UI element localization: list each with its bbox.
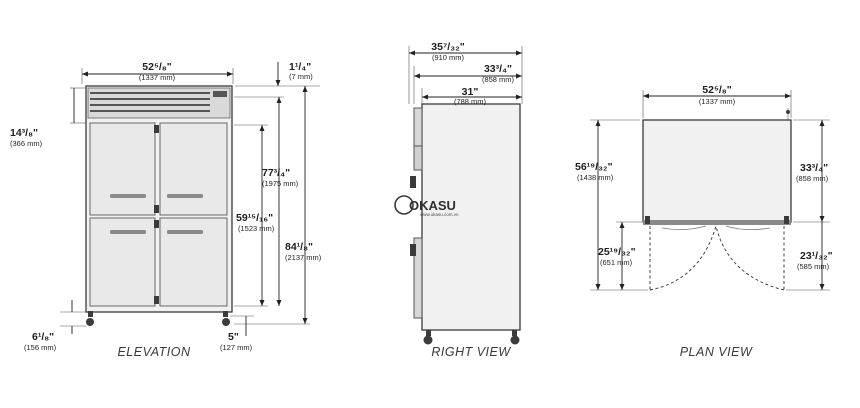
door-upper-right bbox=[159, 122, 228, 216]
overall-depth-mm: (910 mm) bbox=[432, 53, 465, 62]
overall-depth-label: 35⁷/₃₂" bbox=[431, 41, 464, 53]
door-handle bbox=[167, 194, 203, 198]
total-height-mm: (2137 mm) bbox=[285, 253, 322, 262]
total-height-label: 84¹/₈" bbox=[285, 241, 313, 253]
top-gap-label: 1¹/₄" bbox=[289, 61, 311, 73]
plan-view-label: PLAN VIEW bbox=[680, 345, 753, 359]
plan-depth-mm: (858 mm) bbox=[796, 174, 829, 183]
body-depth-mm: (858 mm) bbox=[482, 75, 515, 84]
plan-total-depth-label: 56¹⁹/₃₂" bbox=[575, 161, 613, 173]
svg-text:OKASU: OKASU bbox=[409, 198, 456, 213]
side-handle bbox=[410, 244, 416, 256]
okasu-logo: OKASU www.okasu.com.vn bbox=[394, 195, 459, 217]
hinge bbox=[154, 125, 159, 133]
hinge bbox=[154, 296, 159, 304]
top-gap-mm: (7 mm) bbox=[289, 72, 313, 81]
hinge bbox=[154, 205, 159, 213]
plan-swing-right-label: 23¹/₃₂" bbox=[800, 250, 833, 262]
base-height-label: 6¹/₈" bbox=[32, 331, 54, 343]
door-swing-arcs bbox=[649, 225, 785, 291]
door-handle bbox=[167, 230, 203, 234]
door-section-mm: (1523 mm) bbox=[238, 224, 275, 233]
inner-depth-label: 31" bbox=[462, 86, 479, 98]
door-height-mm: (1975 mm) bbox=[262, 179, 299, 188]
door-handle bbox=[110, 194, 146, 198]
door-handle bbox=[110, 230, 146, 234]
plan-depth-label: 33³/₄" bbox=[800, 162, 828, 174]
plan-total-depth-mm: (1438 mm) bbox=[577, 173, 614, 182]
door-section-label: 59¹⁵/₁₆" bbox=[236, 212, 273, 224]
inner-depth-mm: (788 mm) bbox=[454, 97, 487, 106]
plan-body bbox=[642, 119, 792, 223]
svg-text:www.okasu.com.vn: www.okasu.com.vn bbox=[420, 212, 459, 217]
louver-height-label: 14³/₈" bbox=[10, 127, 38, 139]
caster-height-label: 5" bbox=[228, 331, 239, 343]
plan-swing-left-mm: (651 mm) bbox=[600, 258, 633, 267]
right-view: OKASU www.okasu.com.vn 35⁷/₃₂" (910 mm) … bbox=[394, 41, 523, 359]
right-view-label: RIGHT VIEW bbox=[431, 345, 511, 359]
door-height-label: 77³/₄" bbox=[262, 167, 290, 179]
side-body bbox=[421, 103, 521, 331]
base-height-mm: (156 mm) bbox=[24, 343, 57, 352]
elevation-width-mm: (1337 mm) bbox=[139, 73, 176, 82]
plan-width-mm: (1337 mm) bbox=[699, 97, 736, 106]
elevation-view: 52⁵/₈" (1337 mm) 1¹/₄" (7 mm) 14³/₈" (36… bbox=[10, 61, 322, 359]
plan-swing-left-label: 25¹⁹/₃₂" bbox=[598, 246, 636, 258]
caster-height-mm: (127 mm) bbox=[220, 343, 253, 352]
side-casters bbox=[423, 330, 520, 345]
door-upper-left bbox=[89, 122, 156, 216]
plan-view: 52⁵/₈" (1337 mm) 56¹⁹/₃₂" (1438 mm) 25¹⁹… bbox=[575, 84, 833, 359]
louver-height-mm: (366 mm) bbox=[10, 139, 43, 148]
door-front bbox=[643, 220, 791, 225]
casters bbox=[86, 311, 230, 326]
side-handle bbox=[410, 176, 416, 188]
louver-grille bbox=[87, 87, 231, 119]
plan-width-label: 52⁵/₈" bbox=[702, 84, 731, 96]
hinge bbox=[154, 220, 159, 228]
elevation-width-label: 52⁵/₈" bbox=[142, 61, 171, 73]
elevation-view-label: ELEVATION bbox=[117, 345, 191, 359]
door-edge-lower bbox=[413, 237, 423, 319]
control-panel bbox=[213, 91, 227, 97]
body-depth-label: 33³/₄" bbox=[484, 63, 512, 75]
plan-swing-right-mm: (585 mm) bbox=[797, 262, 830, 271]
